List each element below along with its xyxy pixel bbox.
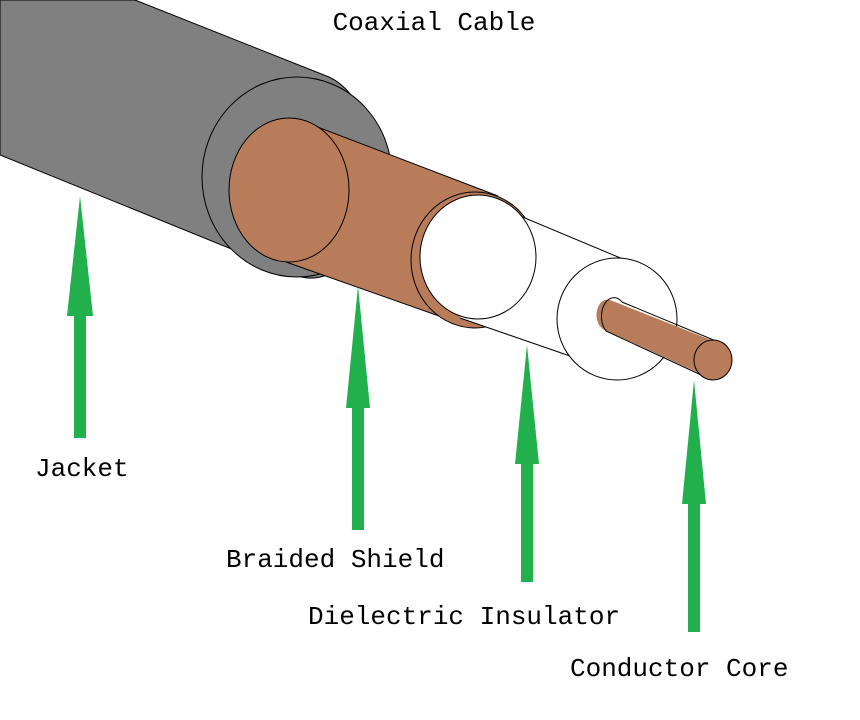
core-arrow <box>682 380 706 632</box>
core-outline-top <box>621 301 717 342</box>
core-start-cap <box>600 297 623 332</box>
shield-start-face <box>228 117 350 263</box>
arrows <box>67 196 706 632</box>
core-label: Conductor Core <box>570 654 788 684</box>
jacket-arrow <box>67 196 93 438</box>
dielectric-label: Dielectric Insulator <box>308 602 620 632</box>
dielectric-layer <box>419 194 678 381</box>
core-body <box>596 299 716 379</box>
shield-arrow <box>346 286 370 530</box>
shield-outline-top <box>293 117 499 197</box>
core-end-face <box>693 339 733 381</box>
dielectric-arrow <box>515 345 539 582</box>
core-outline-bottom <box>605 330 713 381</box>
core-layer <box>596 297 733 381</box>
diagram-title: Coaxial Cable <box>333 8 536 38</box>
jacket-label: Jacket <box>35 454 129 484</box>
dielectric-start-face <box>419 194 537 320</box>
shield-label: Braided Shield <box>226 545 444 575</box>
